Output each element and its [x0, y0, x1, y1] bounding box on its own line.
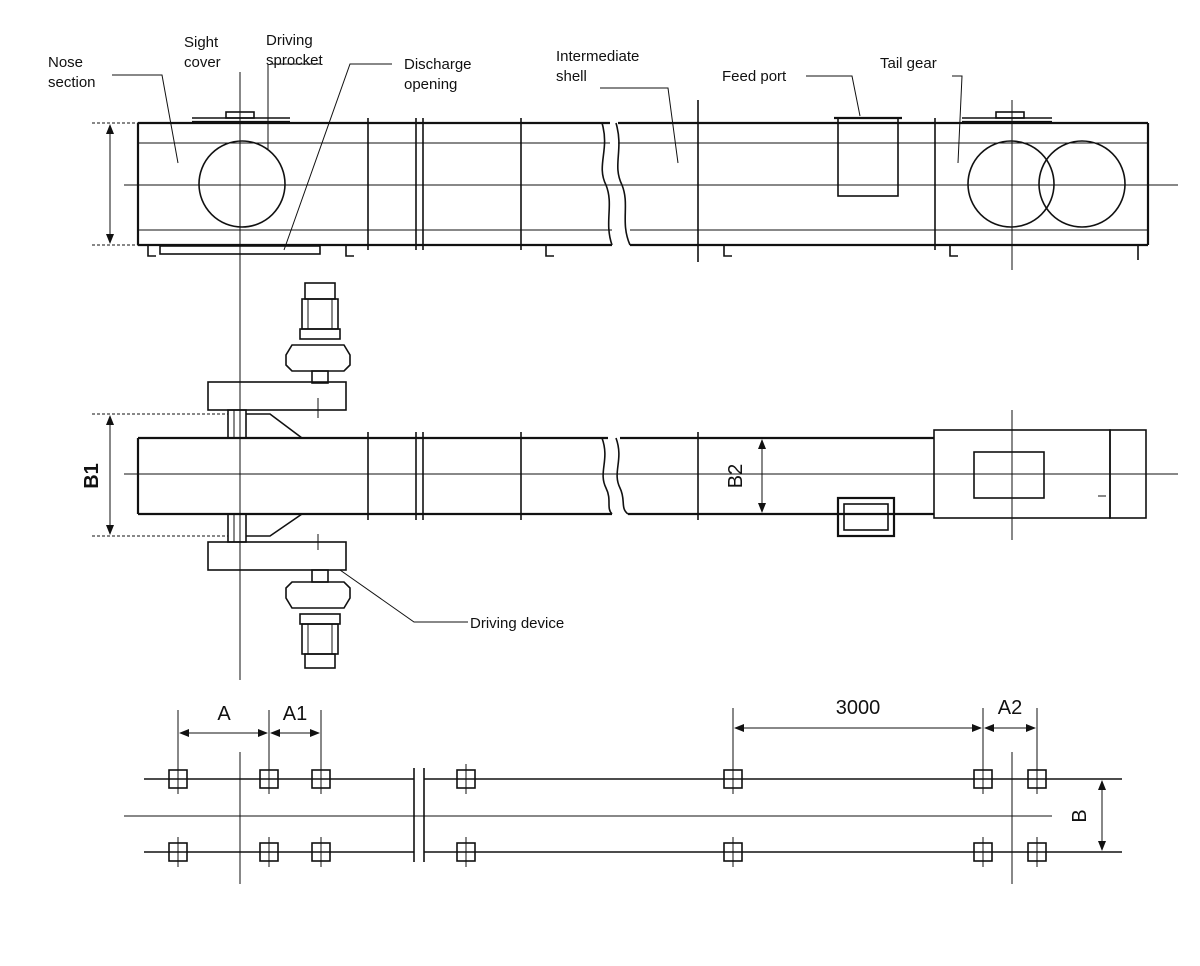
b-label: B [1069, 809, 1091, 822]
discharge-opening-label-1: Discharge [404, 56, 472, 73]
a1-label: A1 [283, 703, 307, 725]
intermediate-shell-label-1: Intermediate [556, 48, 639, 65]
side-view [92, 100, 1178, 680]
intermediate-shell-label-2: shell [556, 68, 587, 85]
driving-sprocket-label-2: sprocket [266, 52, 324, 69]
foundation-labels: A A1 3000 A2 B [217, 697, 1091, 823]
b2-label: B2 [725, 464, 747, 488]
discharge-opening-label-2: opening [404, 76, 457, 93]
nose-section-label-1: Nose [48, 54, 83, 71]
tail-gear-label: Tail gear [880, 55, 937, 72]
side-labels: Nose section Sight cover Driving sprocke… [48, 32, 937, 93]
nose-section-label-2: section [48, 74, 96, 91]
side-leaders [112, 63, 963, 251]
feed-port-label: Feed port [722, 68, 787, 85]
b1-label: B1 [81, 463, 103, 489]
driving-device-label: Driving device [470, 615, 564, 632]
sight-cover-label-1: Sight [184, 34, 219, 51]
foundation-plan [124, 708, 1122, 884]
driving-sprocket-label-1: Driving [266, 32, 313, 49]
spacing-3000-label: 3000 [836, 697, 881, 719]
plan-view [92, 282, 1178, 669]
a2-label: A2 [998, 697, 1022, 719]
plan-labels: B1 B2 Driving device [81, 463, 747, 632]
sight-cover-label-2: cover [184, 54, 221, 71]
a-label: A [217, 703, 231, 725]
